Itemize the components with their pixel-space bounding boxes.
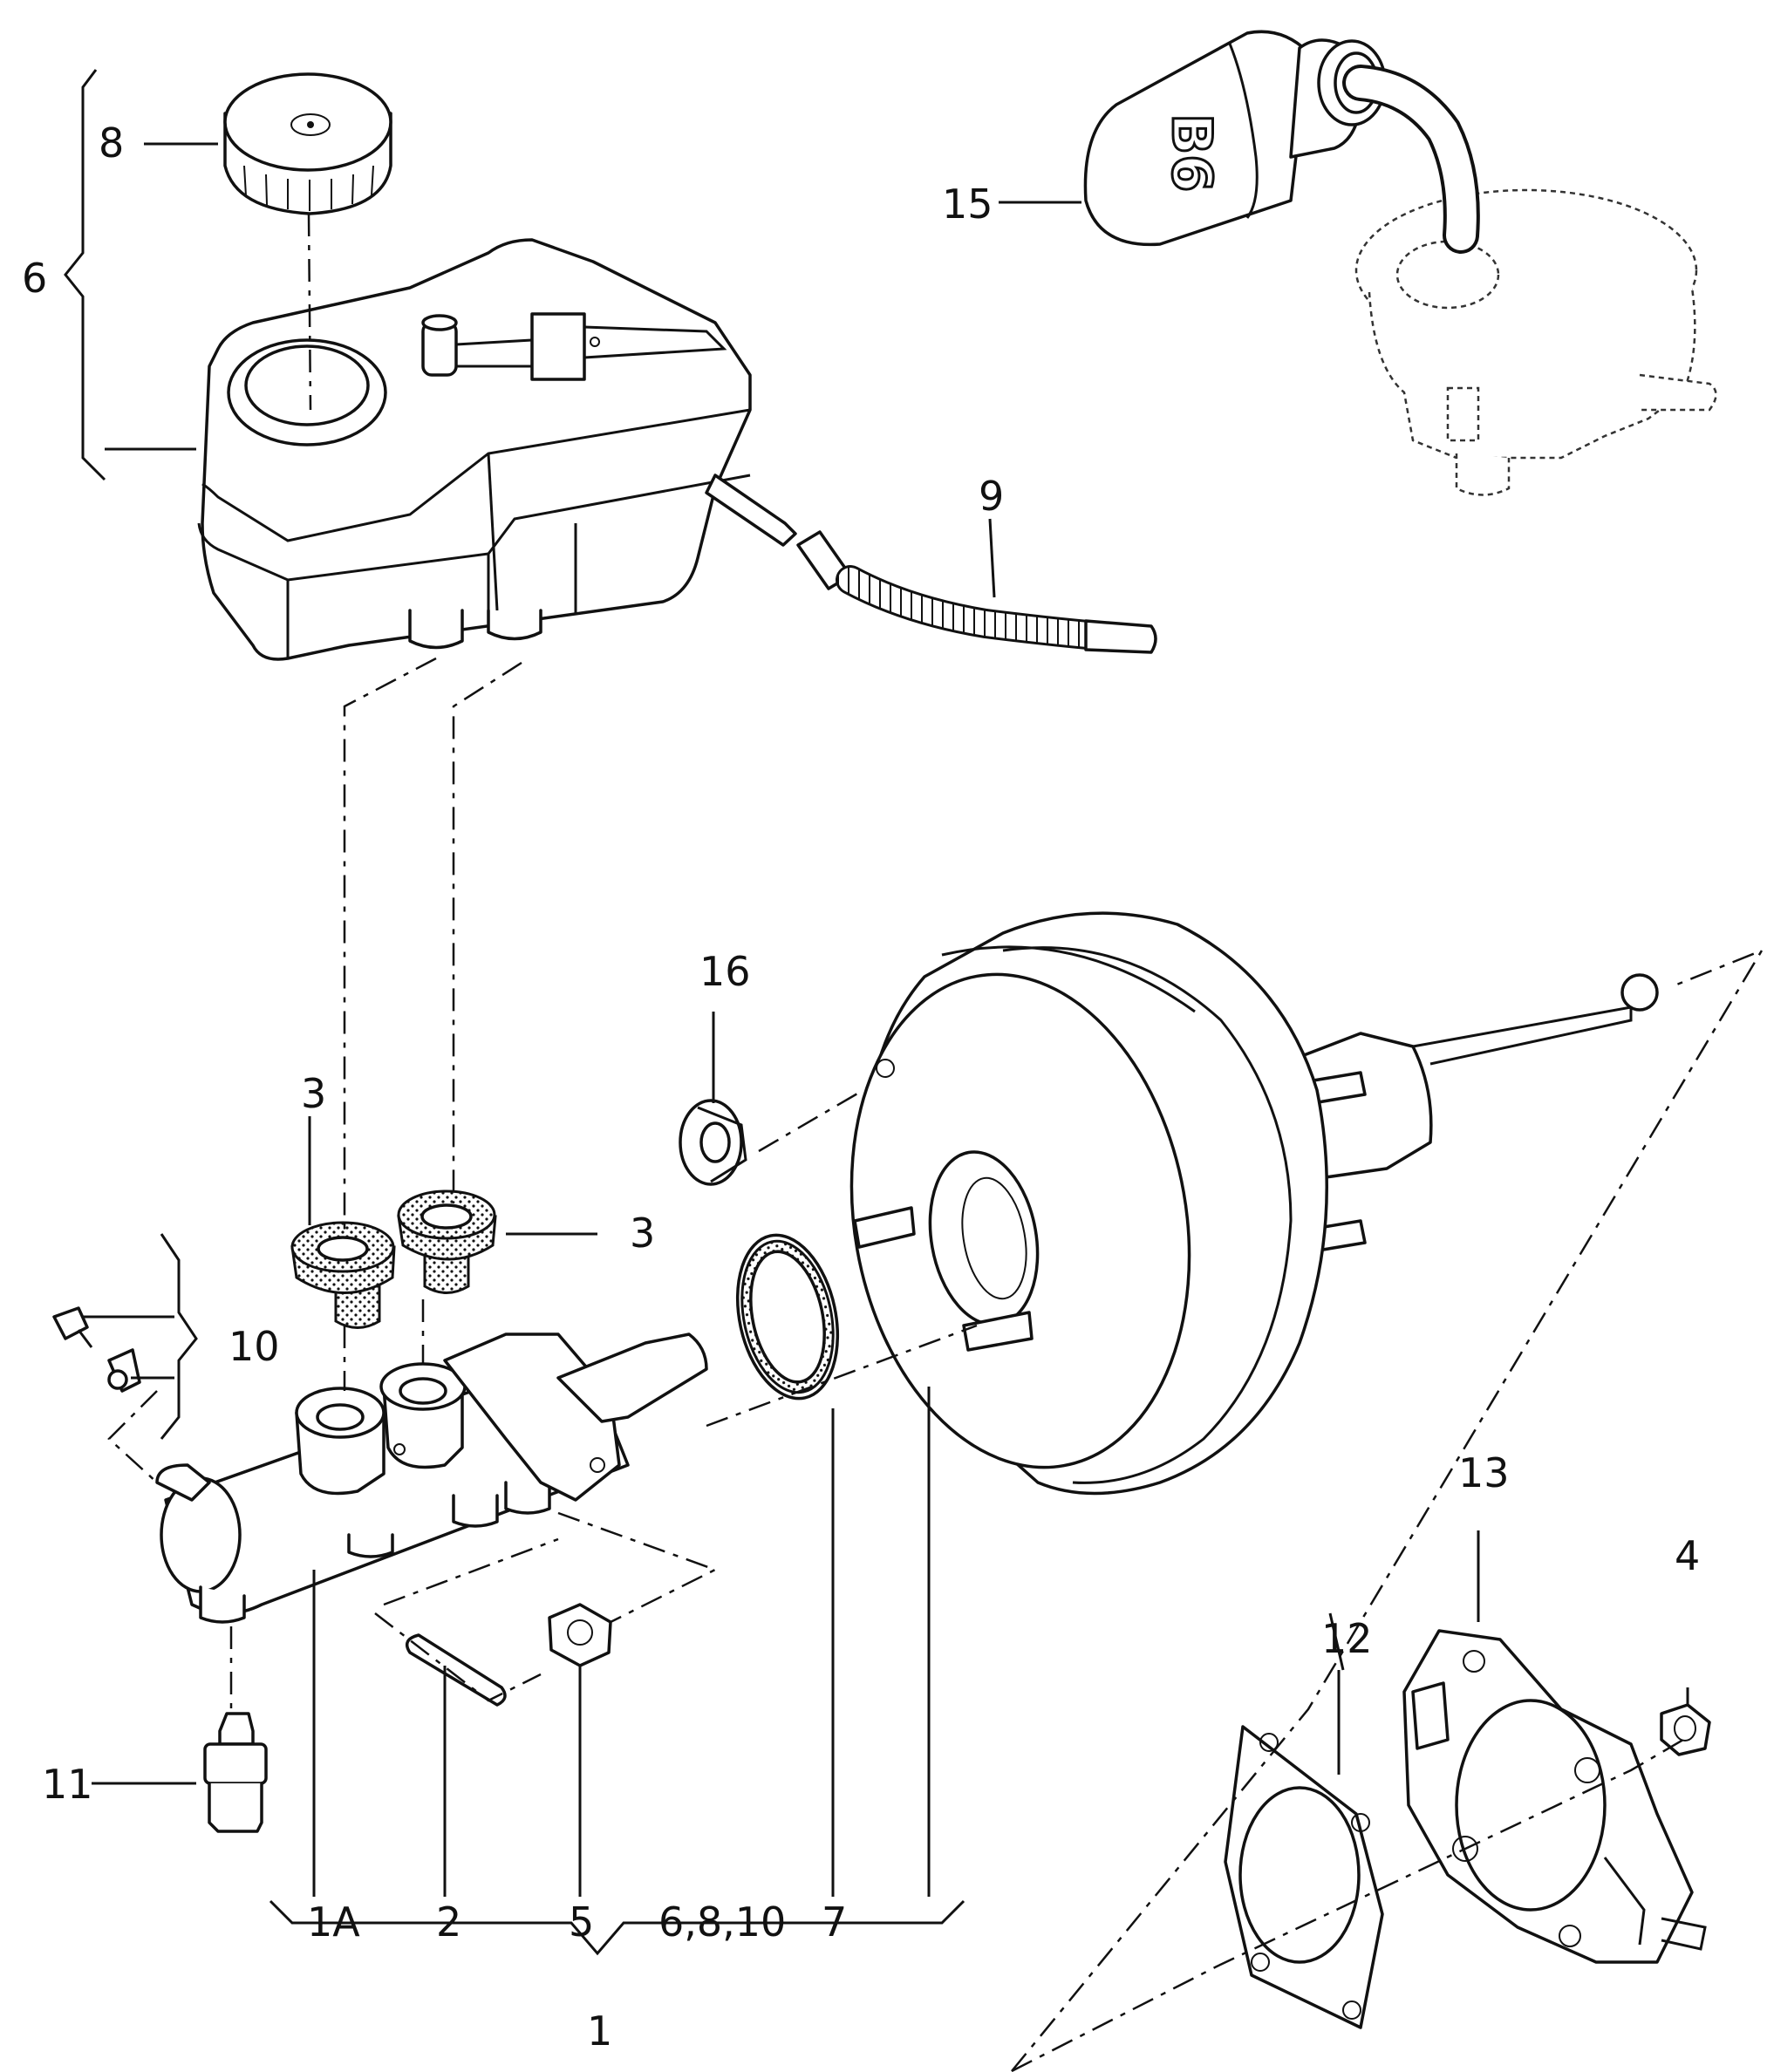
callout-9: 9 (979, 473, 1004, 520)
callout-8: 8 (99, 119, 124, 167)
callout-2: 2 (436, 1898, 461, 1946)
callout-11: 11 (42, 1761, 93, 1808)
reservoir-cap (223, 72, 392, 215)
screw-and-clip-10 (52, 1306, 141, 1393)
grommet-16 (679, 1099, 747, 1186)
master-cylinder (155, 1332, 708, 1624)
reservoir-seal-left (290, 1221, 396, 1329)
callout-7: 7 (822, 1898, 847, 1946)
brake-fluid-reservoir (197, 238, 797, 661)
callout-3-left: 3 (301, 1070, 326, 1117)
b6-stamp: B6 (1160, 113, 1224, 192)
callout-4: 4 (1675, 1532, 1700, 1579)
seal-ring-7 (735, 1233, 840, 1401)
nut-5 (548, 1603, 612, 1667)
mounting-bracket-13 (1402, 1629, 1707, 1964)
callout-labels: 8 6 15 9 16 3 3 10 11 1A 2 5 6,8,10 7 1 … (22, 119, 1700, 2055)
pin-2 (405, 1633, 507, 1707)
callout-6-8-10: 6,8,10 (658, 1898, 786, 1946)
callout-1a: 1A (307, 1898, 360, 1946)
callout-1: 1 (587, 2007, 612, 2055)
callout-16: 16 (699, 948, 751, 995)
callout-10: 10 (229, 1323, 280, 1370)
brake-line-adapter-11 (203, 1712, 268, 1833)
callout-13: 13 (1458, 1449, 1510, 1496)
ghost-reservoir-outline (1354, 188, 1717, 496)
brake-servo (849, 911, 1659, 1496)
brake-fluid-bottle: B6 (1083, 30, 1717, 496)
callout-5: 5 (569, 1898, 594, 1946)
connecting-hose (796, 530, 1157, 654)
reservoir-seal-right (397, 1189, 497, 1294)
callout-6: 6 (22, 255, 47, 302)
leader-lines (64, 69, 1689, 1956)
callout-12: 12 (1321, 1615, 1373, 1662)
assembly-centerlines (107, 213, 1764, 2072)
callout-15: 15 (942, 181, 993, 228)
gasket-12 (1224, 1725, 1384, 2029)
callout-3-right: 3 (630, 1210, 655, 1257)
